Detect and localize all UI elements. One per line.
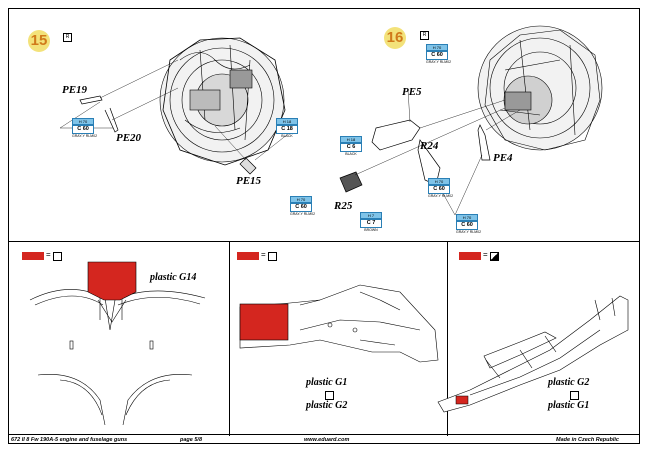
- plastic-label-g14: plastic G14: [150, 272, 197, 283]
- part-label-pe4: PE4: [493, 152, 513, 164]
- plastic-label-g1: plastic G1: [548, 400, 590, 411]
- part-label-r24: R24: [420, 140, 439, 152]
- part-label-pe19: PE19: [62, 84, 88, 96]
- footer: 672 II 8 Fw 190A-5 engine and fuselage g…: [8, 434, 640, 447]
- engine-16-drawing: [477, 25, 603, 151]
- step-16-icon: R: [420, 31, 429, 40]
- panel-divider-2: [447, 241, 448, 436]
- pe15-part: [214, 125, 289, 175]
- right-panel-red-area: [455, 395, 469, 405]
- step-15-icon: R: [63, 33, 72, 42]
- horizontal-divider: [8, 241, 640, 242]
- plastic-label-g2: plastic G2: [548, 377, 590, 388]
- footer-website: www.eduard.com: [304, 437, 350, 443]
- pe19-pe20-parts: [59, 59, 179, 133]
- step16-parts: [339, 89, 521, 216]
- part-icon: [570, 391, 579, 400]
- part-label-pe15: PE15: [236, 175, 262, 187]
- panel-divider-1: [229, 241, 230, 436]
- part-icon: [325, 391, 334, 400]
- engine-15-drawing: [159, 37, 286, 166]
- footer-made-in: Made in Czech Republic: [556, 437, 619, 443]
- part-label-pe5: PE5: [402, 86, 422, 98]
- left-panel-drawing: [29, 289, 206, 426]
- middle-panel-drawing: [239, 284, 439, 363]
- part-label-r25: R25: [334, 200, 353, 212]
- left-panel-red-area: [87, 261, 137, 301]
- plastic-label-g2: plastic G2: [306, 400, 348, 411]
- part-label-pe20: PE20: [116, 132, 142, 144]
- plastic-label-g1: plastic G1: [306, 377, 348, 388]
- footer-kit-title: 672 II 8 Fw 190A-5 engine and fuselage g…: [11, 437, 128, 443]
- middle-panel-red-area: [239, 303, 289, 341]
- instruction-sheet: [8, 8, 640, 444]
- step-15-badge: 15: [28, 30, 50, 52]
- right-panel-drawing: [437, 295, 629, 413]
- step-16-badge: 16: [384, 27, 406, 49]
- footer-page: page 5/8: [180, 437, 203, 443]
